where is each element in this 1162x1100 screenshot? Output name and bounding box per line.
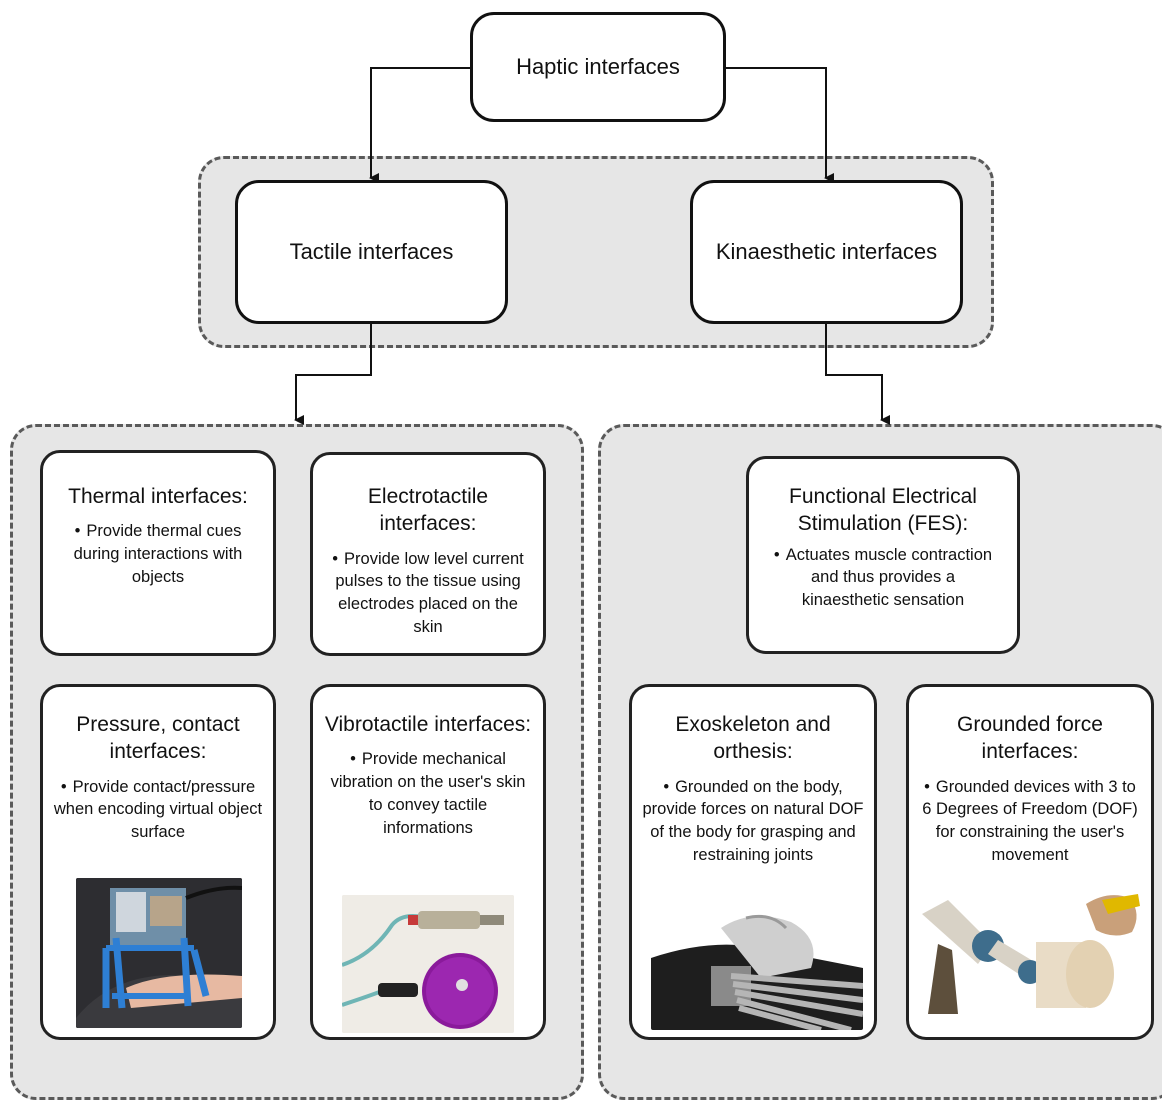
thermal-interfaces-card: Thermal interfaces: •Provide thermal cue… xyxy=(40,450,276,656)
card-bullet: •Grounded on the body, provide forces on… xyxy=(642,777,864,864)
vibrotactile-actuator-icon xyxy=(342,895,514,1033)
hand-exoskeleton-icon xyxy=(651,908,863,1030)
glove-device-photo xyxy=(76,878,242,1028)
kinaesthetic-interfaces-title: Kinaesthetic interfaces xyxy=(715,238,938,264)
vibrotactile-actuator-photo xyxy=(342,895,514,1033)
card-bullet: •Provide contact/pressure when encoding … xyxy=(53,777,263,842)
hand-exoskeleton-render xyxy=(651,908,863,1030)
card-title: Grounded force interfaces: xyxy=(957,713,1103,764)
kinaesthetic-interfaces-node: Kinaesthetic interfaces xyxy=(690,180,963,324)
arrow-tactile-to-group xyxy=(294,323,372,425)
card-title: Pressure, contact interfaces: xyxy=(76,713,240,764)
card-bullet: •Provide low level current pulses to the… xyxy=(332,549,524,636)
arrow-kinaesthetic-to-group xyxy=(825,323,890,425)
card-title: Vibrotactile interfaces: xyxy=(324,713,532,736)
robot-arm-photo xyxy=(918,884,1144,1026)
arrow-root-to-tactile xyxy=(369,67,470,183)
glove-device-icon xyxy=(76,878,242,1028)
haptic-interfaces-node: Haptic interfaces xyxy=(470,12,726,122)
haptic-interfaces-title: Haptic interfaces xyxy=(516,53,680,79)
card-title: Thermal interfaces: xyxy=(68,485,248,508)
card-bullet: •Grounded devices with 3 to 6 Degrees of… xyxy=(922,777,1138,864)
card-title: Functional Electrical Stimulation (FES): xyxy=(789,485,977,536)
card-bullet: •Actuates muscle contraction and thus pr… xyxy=(773,545,993,610)
card-bullet: •Provide mechanical vibration on the use… xyxy=(330,750,526,837)
card-title: Exoskeleton and orthesis: xyxy=(675,713,831,764)
fes-card: Functional Electrical Stimulation (FES):… xyxy=(746,456,1020,654)
tactile-interfaces-node: Tactile interfaces xyxy=(235,180,508,324)
arrow-root-to-kinaesthetic xyxy=(725,67,834,183)
electrotactile-interfaces-card: Electrotactile interfaces: •Provide low … xyxy=(310,452,546,656)
tactile-interfaces-title: Tactile interfaces xyxy=(289,238,454,264)
robot-arm-icon xyxy=(918,884,1144,1026)
card-title: Electrotactile interfaces: xyxy=(367,485,489,536)
card-bullet: •Provide thermal cues during interaction… xyxy=(73,522,243,586)
